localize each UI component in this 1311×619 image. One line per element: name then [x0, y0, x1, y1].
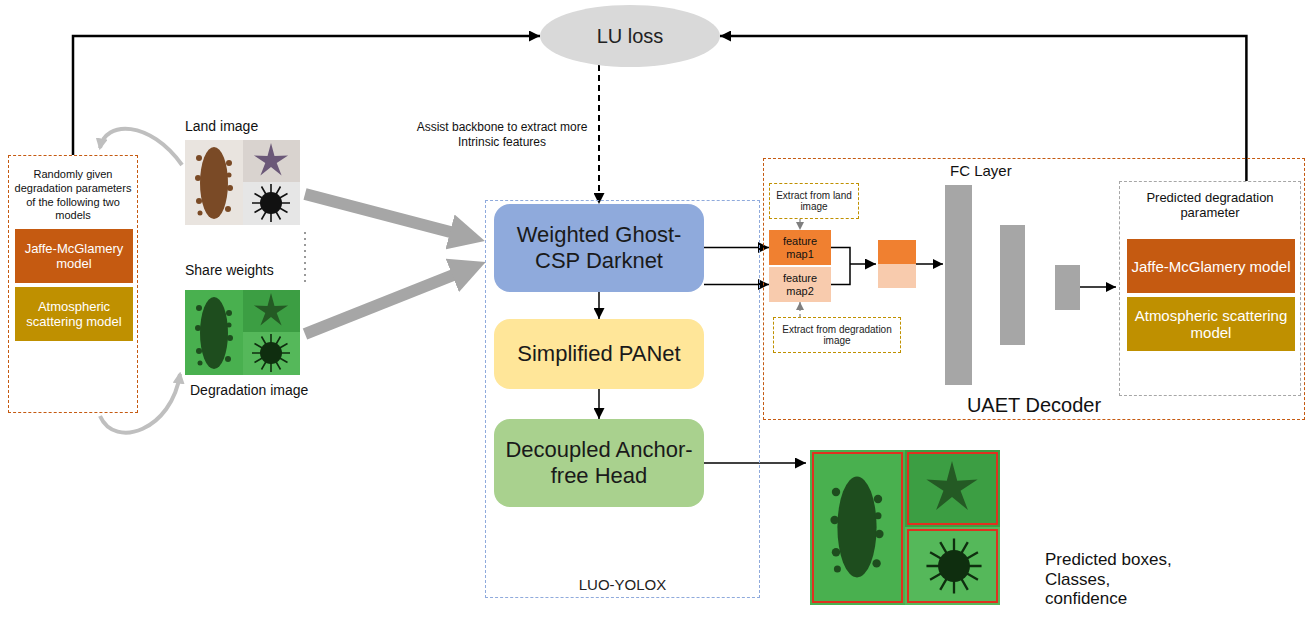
- node-title: Randomly given degradation parameters of…: [13, 168, 133, 223]
- image-tile: [243, 182, 300, 225]
- feature-map: feature map2: [769, 267, 831, 302]
- flow-arrow: [1080, 286, 1116, 288]
- node-title: Atmospheric scattering model: [19, 299, 129, 329]
- model-box: Jaffe-McGlamery model: [15, 229, 133, 283]
- node-title: Jaffe-McGlamery model: [1132, 258, 1291, 275]
- parameter-panel: Randomly given degradation parameters of…: [8, 155, 138, 413]
- node-title: feature map1: [773, 235, 827, 259]
- degradation-image: [185, 290, 300, 375]
- edge-label: Assist backbone to extract more Intrinsi…: [413, 120, 591, 149]
- node-title: LUO-YOLOX: [579, 576, 667, 593]
- output-arrow: [704, 462, 806, 464]
- starfish: [926, 461, 977, 510]
- output-note: Predicted boxes, Classes, confidence: [1045, 550, 1180, 609]
- image-tile: [905, 527, 1000, 605]
- land-image: [185, 140, 300, 225]
- label-holder: Land image: [185, 118, 315, 134]
- image-tile: [243, 140, 300, 182]
- label-holder: Share weights: [185, 262, 295, 278]
- connector-arrow: [799, 219, 800, 230]
- fc-layer: [945, 185, 1080, 385]
- neck-box: Simplified PANet: [494, 319, 704, 389]
- fc-bar: [945, 185, 972, 385]
- fc-bar: [1055, 265, 1080, 310]
- sea-cucumber: [830, 477, 883, 578]
- connector-arrow: [598, 389, 600, 419]
- model-box: Jaffe-McGlamery model: [1127, 239, 1295, 293]
- detection-box: [813, 453, 902, 602]
- concat-half: [878, 240, 916, 264]
- sea-cucumber: [195, 147, 233, 219]
- label-holder: FC Layer: [950, 162, 1030, 179]
- network-frame: LUO-YOLOX Weighted Ghost-CSP DarknetSimpl…: [485, 200, 760, 598]
- node-title: Extract from degradation image: [778, 324, 896, 347]
- image-tile: [243, 290, 300, 332]
- image-tile: [185, 140, 243, 225]
- layer-label: FC Layer: [950, 162, 1030, 179]
- image-tile: [243, 332, 300, 375]
- backbone-box: Weighted Ghost-CSP Darknet: [494, 204, 704, 292]
- connector-arrow: [720, 36, 1246, 181]
- concat-bracket: [831, 248, 850, 285]
- loss-ellipse: LU loss: [540, 5, 720, 67]
- connector-arrow: [598, 65, 600, 204]
- label-holder: Assist backbone to extract more Intrinsi…: [413, 120, 591, 149]
- label-holder: Degradation image: [190, 382, 330, 398]
- input-arrow: [305, 194, 457, 234]
- share-note: Share weights: [185, 262, 295, 278]
- model-box: Atmospheric scattering model: [15, 287, 133, 341]
- node-title: UAET Decoder: [967, 394, 1101, 417]
- model-box: Atmospheric scattering model: [1127, 297, 1295, 351]
- node-title: Decoupled Anchor-free Head: [498, 437, 700, 489]
- connector-arrow: [799, 302, 800, 317]
- head-box: Decoupled Anchor-free Head: [494, 419, 704, 507]
- image-tile: [905, 450, 1000, 527]
- output-image: [810, 450, 1000, 605]
- share-line: [304, 232, 306, 284]
- input-arrow: [305, 273, 459, 334]
- node-title: Simplified PANet: [517, 341, 680, 367]
- decoder-frame: UAET Decoder Extract from land image featu…: [763, 158, 1305, 420]
- node-title: feature map2: [773, 272, 827, 296]
- node-title: Weighted Ghost-CSP Darknet: [498, 222, 700, 274]
- image-caption: Degradation image: [190, 382, 330, 398]
- concat-feature: [878, 240, 916, 288]
- sea-cucumber: [195, 297, 233, 369]
- starfish: [254, 143, 288, 176]
- output-panel: Predicted degradation parameterJaffe-McG…: [1119, 181, 1301, 396]
- node-title: Jaffe-McGlamery model: [19, 241, 129, 271]
- connector-arrow: [598, 292, 600, 319]
- node-title: Predicted degradation parameter: [1124, 190, 1296, 220]
- sea-urchin: [926, 538, 981, 593]
- image-tile: [810, 450, 905, 605]
- flow-arrow: [916, 263, 943, 265]
- node-title: Extract from land image: [774, 190, 854, 213]
- image-caption: Land image: [185, 118, 315, 134]
- label-holder: Predicted boxes, Classes, confidence: [1045, 550, 1180, 609]
- note-box: Extract from degradation image: [773, 317, 901, 353]
- feature-map: feature map1: [769, 230, 831, 265]
- detection-box: [908, 530, 997, 602]
- concat-half: [878, 264, 916, 288]
- node-title: LU loss: [597, 25, 664, 48]
- sea-urchin: [252, 184, 290, 222]
- curved-arrow: [100, 374, 180, 433]
- node-title: Atmospheric scattering model: [1131, 307, 1291, 341]
- fc-bar: [1000, 225, 1025, 345]
- concat-arrow: [850, 263, 876, 265]
- image-tile: [185, 290, 243, 375]
- ellipse-fill: [540, 5, 720, 67]
- note-box: Extract from land image: [769, 183, 859, 219]
- starfish: [254, 293, 288, 326]
- sea-urchin: [252, 334, 290, 372]
- curved-arrow: [100, 129, 182, 165]
- detection-box: [908, 453, 997, 524]
